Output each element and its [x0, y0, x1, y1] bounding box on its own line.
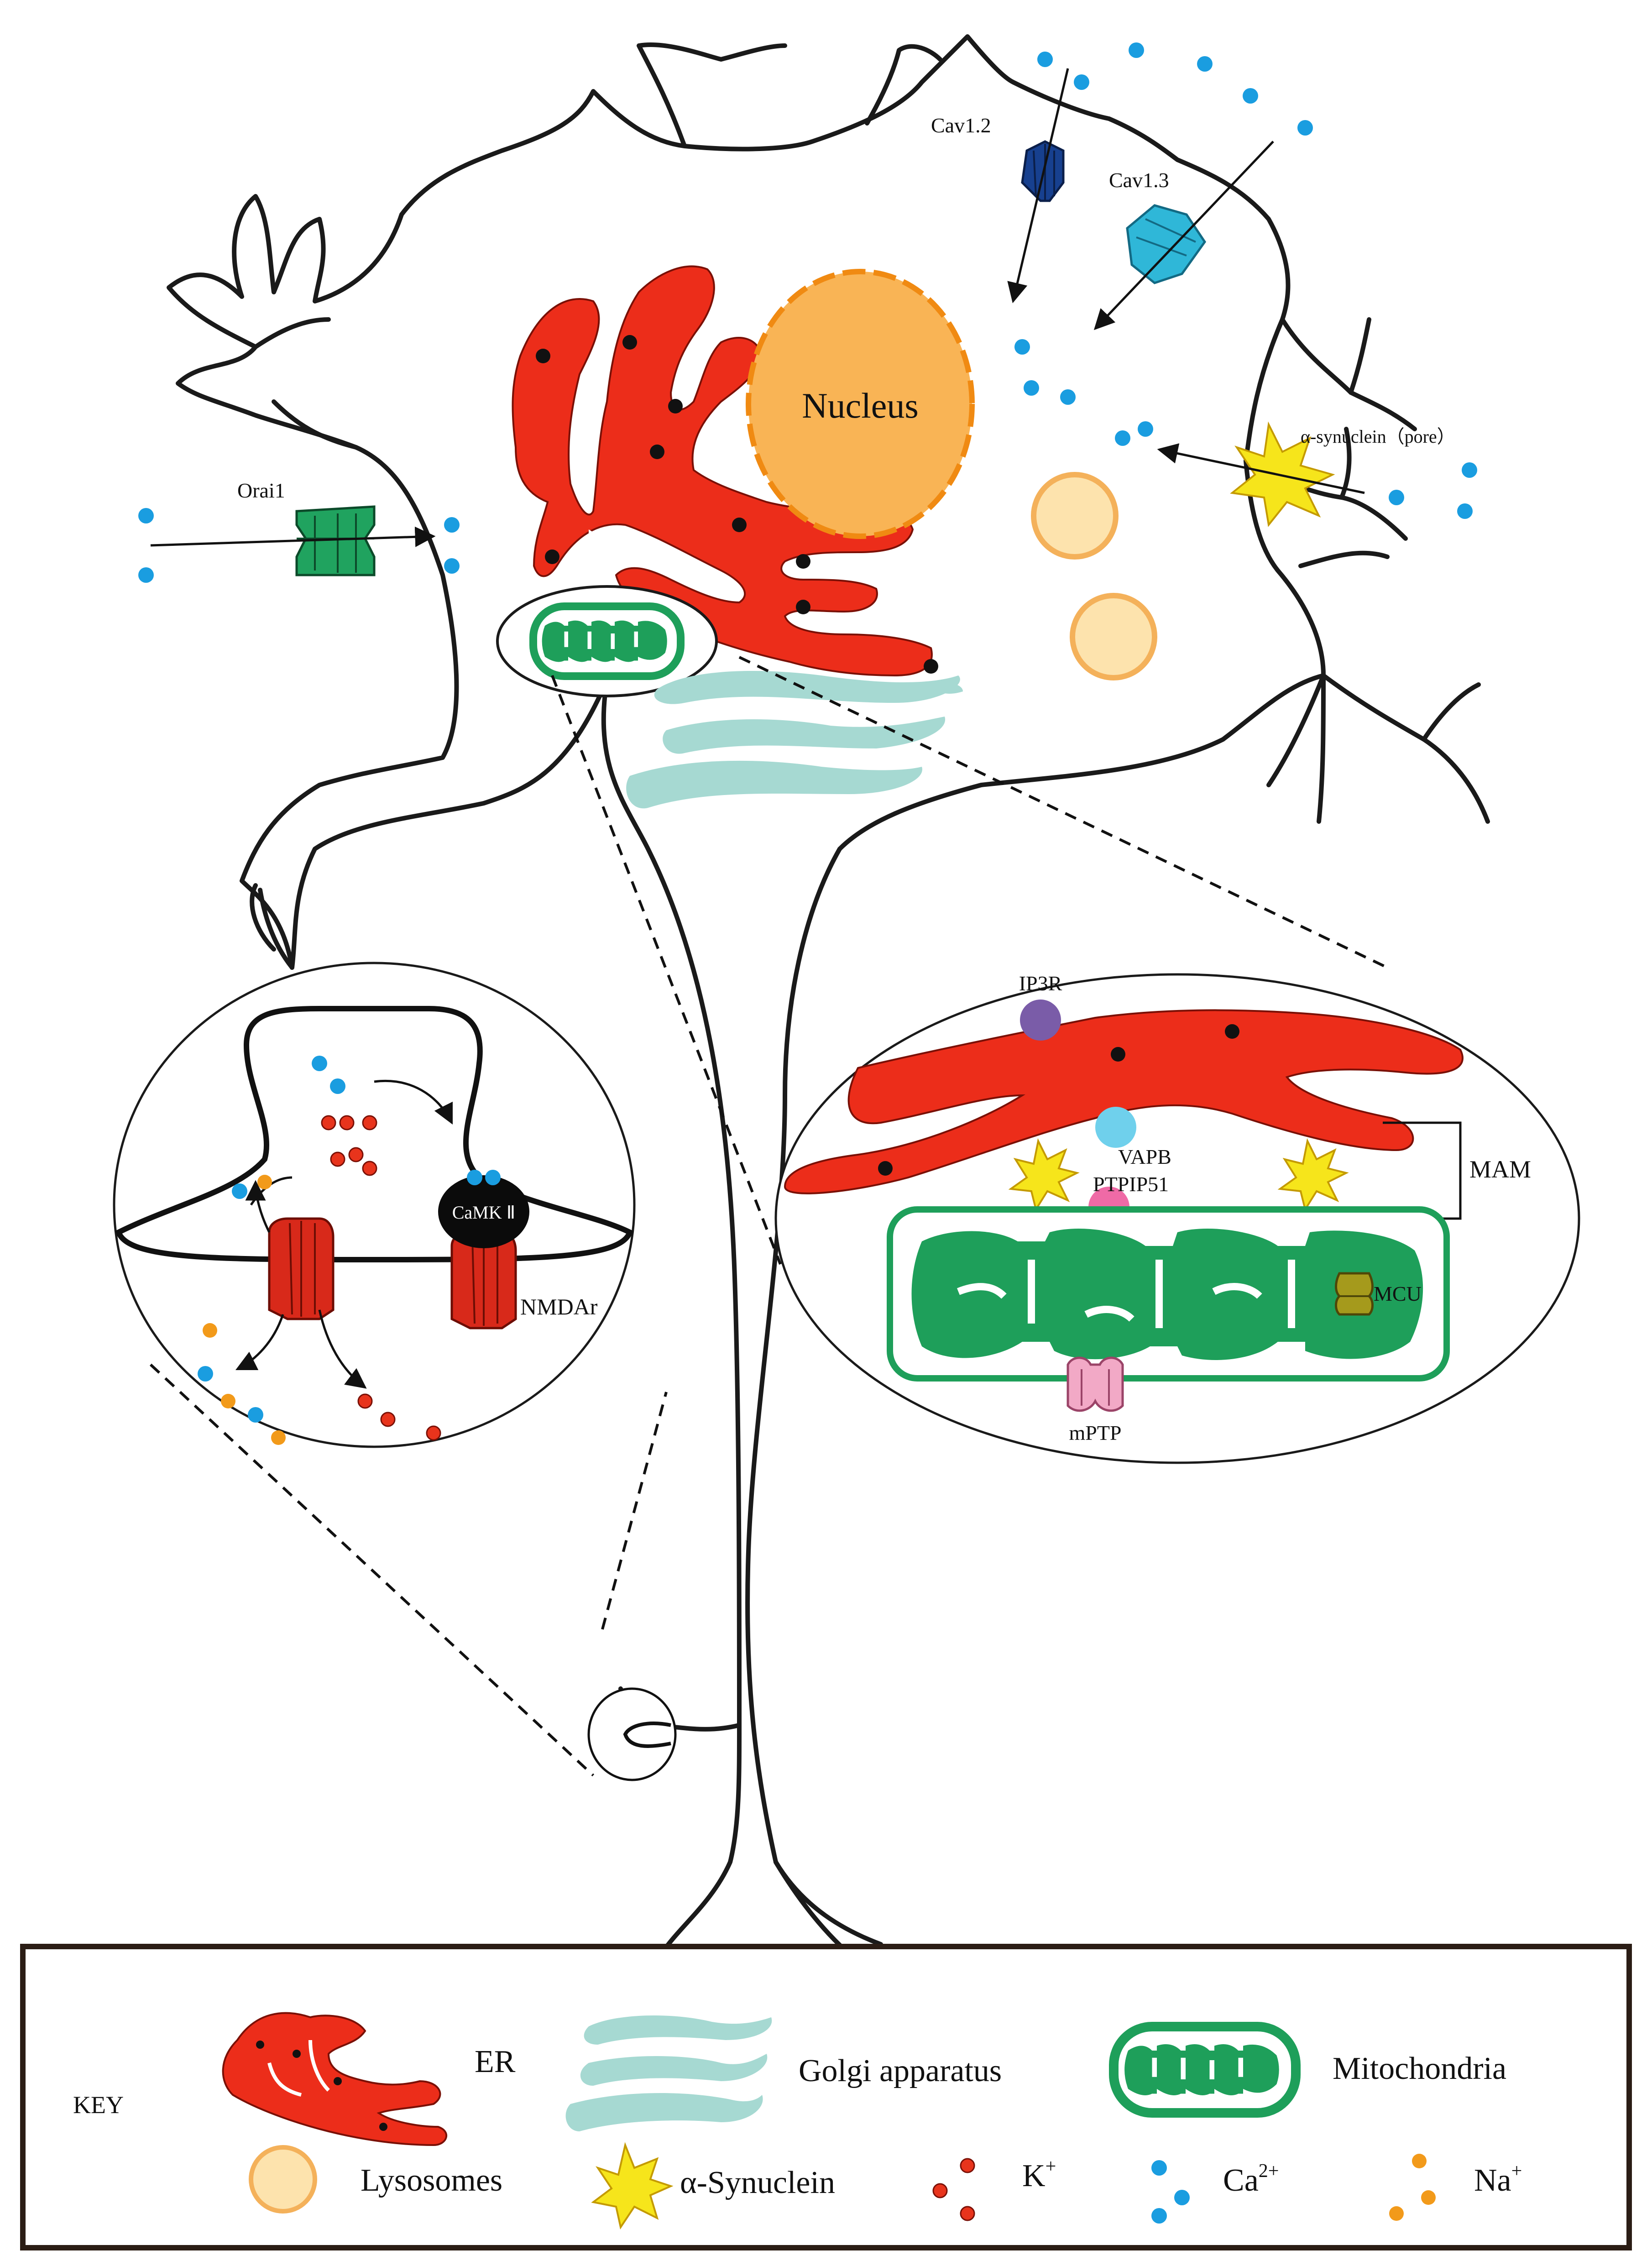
- vapb-label: VAPB: [1118, 1145, 1171, 1168]
- orai1-channel: Orai1: [237, 479, 376, 576]
- key-synuclein-icon: [591, 2142, 674, 2230]
- key-golgi-icon: [565, 2015, 772, 2131]
- zoom-lines: [149, 656, 1388, 1777]
- key-sodium-label: Na+: [1474, 2161, 1522, 2198]
- synuclein-pore-label: α-synuclein（pore）: [1301, 426, 1455, 447]
- key-box: KEY ER Golgi apparatus Mitochondria Lyso…: [20, 1944, 1632, 2250]
- nmda-receptor-left: [268, 1217, 335, 1320]
- ip3r: [1020, 1000, 1061, 1041]
- soma-calcium-ions: [138, 42, 1477, 583]
- nucleus: Nucleus: [746, 269, 975, 539]
- ip3r-label: IP3R: [1019, 972, 1062, 995]
- mam-label: MAM: [1469, 1156, 1531, 1183]
- golgi: [626, 671, 963, 809]
- key-calcium-label: Ca2+: [1223, 2161, 1279, 2198]
- orai1-label: Orai1: [237, 479, 285, 502]
- key-potassium-icon: [932, 2158, 975, 2221]
- camk-label: CaMK Ⅱ: [452, 1202, 516, 1223]
- mam-inset: IP3R VAPB PTPIP51 MAM MCU: [774, 972, 1580, 1464]
- cav12-channel: Cav1.2: [931, 114, 1065, 202]
- key-sodium-icon: [1389, 2154, 1436, 2221]
- mptp-label: mPTP: [1069, 1421, 1121, 1444]
- key-synuclein-label: α-Synuclein: [680, 2165, 835, 2200]
- key-mito-icon: [1114, 2027, 1296, 2113]
- cav13-label: Cav1.3: [1109, 168, 1169, 192]
- nmda-label: NMDAr: [520, 1294, 598, 1319]
- key-lysosome-icon: [249, 2145, 317, 2214]
- key-lysosomes-label: Lysosomes: [361, 2163, 502, 2198]
- key-calcium-icon: [1151, 2160, 1190, 2224]
- mptp: [1066, 1356, 1124, 1412]
- key-mito-label: Mitochondria: [1333, 2051, 1506, 2086]
- er-main: [512, 265, 938, 677]
- cav12-label: Cav1.2: [931, 114, 991, 137]
- vapb: [1095, 1107, 1136, 1148]
- nucleus-label: Nucleus: [802, 386, 919, 425]
- synapse-inset: CaMK Ⅱ NMDAr: [113, 962, 636, 1448]
- mcu-label: MCU: [1374, 1282, 1422, 1305]
- key-golgi-label: Golgi apparatus: [799, 2053, 1002, 2088]
- key-potassium-label: K+: [1022, 2156, 1056, 2193]
- ion-flow-arrows: [150, 68, 1365, 547]
- lysosomes: [1031, 472, 1157, 680]
- ptpip51-label: PTPIP51: [1093, 1172, 1169, 1196]
- soma-mitochondrion: [496, 585, 718, 697]
- cav13-channel: Cav1.3: [1109, 168, 1207, 284]
- mam-er: [784, 1009, 1464, 1194]
- mcu: [1335, 1272, 1374, 1316]
- synapse-bouton: [587, 1687, 677, 1781]
- key-er-label: ER: [475, 2044, 516, 2079]
- key-title: KEY: [73, 2091, 124, 2119]
- synuclein-pore: α-synuclein（pore）: [1230, 421, 1455, 527]
- key-er-icon: [222, 2012, 448, 2146]
